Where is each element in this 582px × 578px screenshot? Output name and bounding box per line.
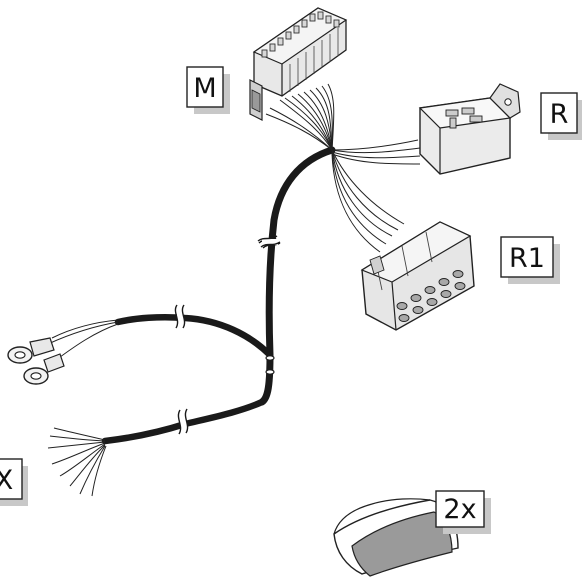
connector-m	[249, 7, 348, 121]
label-r: R	[540, 92, 582, 140]
label-quantity-text: 2x	[443, 494, 476, 525]
label-r-text: R	[550, 99, 569, 130]
label-r1: R1	[500, 236, 560, 284]
trunk-lower	[258, 351, 274, 406]
trunk-upper	[265, 146, 336, 359]
connector-r1	[360, 221, 475, 331]
junction-sleeve	[265, 355, 275, 375]
relay-r	[418, 83, 521, 175]
wires-m	[265, 83, 335, 151]
label-quantity: 2x	[435, 490, 491, 534]
wires-r	[331, 139, 421, 165]
wires-r1	[331, 149, 405, 253]
cable-break-marks	[174, 235, 281, 435]
wires-x	[47, 427, 107, 497]
branch-ground	[114, 313, 274, 359]
label-m: M	[186, 66, 230, 114]
adhesive-pads	[333, 498, 459, 577]
ring-terminal-2	[23, 353, 65, 385]
break-ground	[174, 304, 179, 329]
main-cable	[101, 146, 336, 445]
label-r1-text: R1	[509, 243, 545, 274]
label-m-text: M	[193, 73, 216, 104]
ring-terminal-1	[7, 337, 55, 364]
label-x-text: X	[0, 465, 13, 496]
label-x: X	[0, 458, 28, 506]
break-x	[177, 409, 182, 435]
